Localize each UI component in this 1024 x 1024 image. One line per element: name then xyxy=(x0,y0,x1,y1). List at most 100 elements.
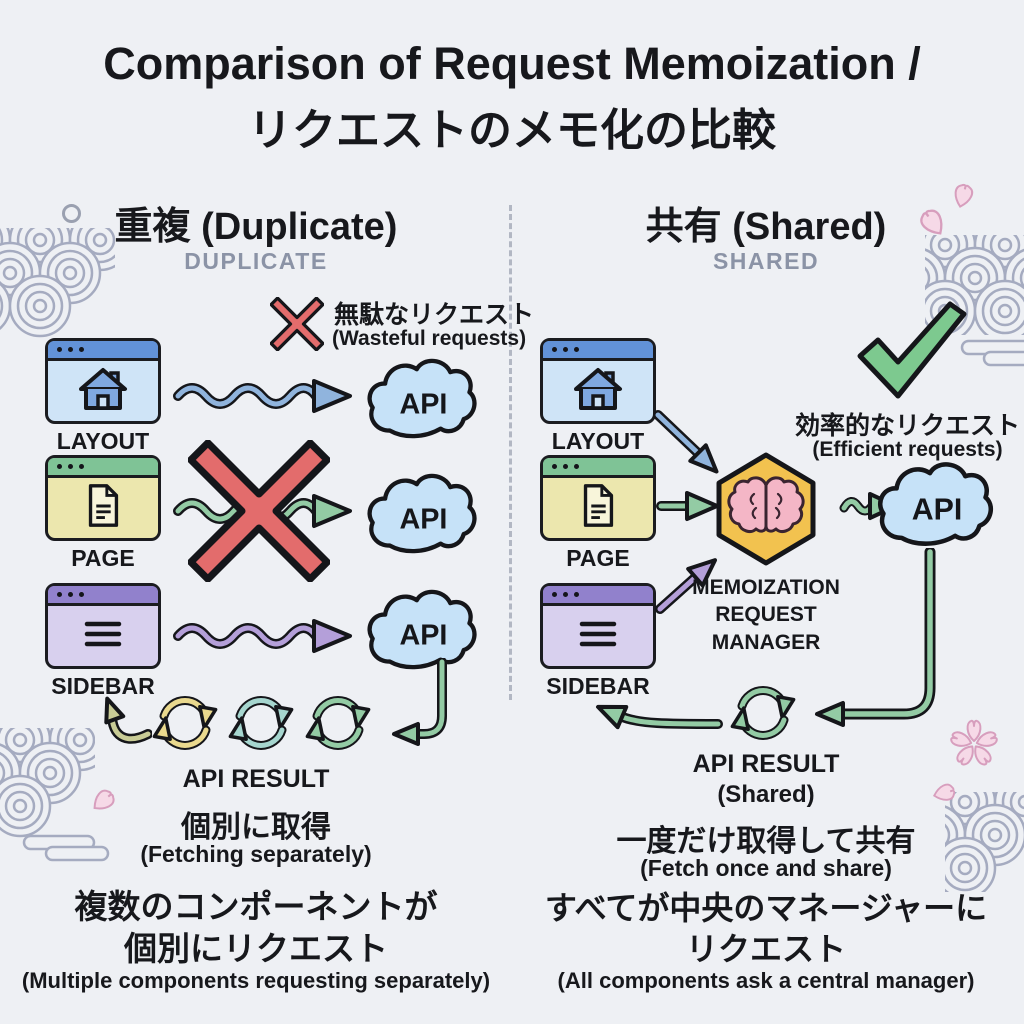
window-body xyxy=(543,606,653,662)
efficient-note-jp: 効率的なリクエスト xyxy=(795,412,1021,440)
home-icon xyxy=(574,368,622,410)
window-dot xyxy=(552,347,557,352)
right-column-subheading: SHARED xyxy=(712,248,820,274)
api-cloud-label: API xyxy=(399,619,447,651)
right-caption-en: (Fetch once and share) xyxy=(640,855,892,881)
left-arrow-to-sidebar xyxy=(596,704,723,730)
right-column-heading: 共有 (Shared) xyxy=(645,206,887,248)
window-label-sidebar: SIDEBAR xyxy=(51,673,155,699)
api-cloud: API xyxy=(367,473,477,554)
window-dot xyxy=(57,592,62,597)
big-x-mark-icon xyxy=(188,440,330,582)
api-cloud: API xyxy=(367,358,477,439)
left-caption-jp: 個別に取得 xyxy=(181,811,331,844)
document-icon xyxy=(88,484,119,527)
sakura-petal-icon xyxy=(954,183,974,208)
straight-arrow xyxy=(656,491,719,521)
left-summary-jp1: 複数のコンポーネントが xyxy=(74,888,438,925)
sakura-petal-icon xyxy=(932,783,956,801)
browser-window-layout xyxy=(540,338,656,424)
left-caption-en: (Fetching separately) xyxy=(140,841,372,867)
window-label-layout: LAYOUT xyxy=(56,428,150,454)
recycle-arrows-icon xyxy=(305,696,371,750)
left-column-heading: 重複 (Duplicate) xyxy=(114,206,398,248)
manager-line2: REQUEST xyxy=(715,603,817,627)
window-dot xyxy=(57,464,62,469)
window-dot xyxy=(574,592,579,597)
browser-window-layout xyxy=(45,338,161,424)
window-titlebar xyxy=(48,341,158,361)
wasteful-note-jp: 無駄なリクエスト xyxy=(334,301,535,329)
diagonal-arrow xyxy=(653,410,719,474)
mist-cloud-icon xyxy=(22,834,110,862)
browser-window-page xyxy=(540,455,656,541)
right-api-result-label: API RESULT xyxy=(692,750,840,778)
left-api-result-label: API RESULT xyxy=(182,765,330,793)
window-dot xyxy=(574,464,579,469)
api-cloud-label: API xyxy=(399,503,447,535)
browser-window-page xyxy=(45,455,161,541)
window-titlebar xyxy=(48,458,158,478)
window-titlebar xyxy=(48,586,158,606)
window-dot xyxy=(68,464,73,469)
memoization-manager-hexagon xyxy=(716,452,816,566)
api-cloud: API xyxy=(367,589,477,670)
home-icon xyxy=(79,368,127,410)
hook-arrow xyxy=(104,696,152,744)
window-body xyxy=(48,606,158,662)
page-title-jp: リクエストのメモ化の比較 xyxy=(248,106,776,155)
window-titlebar xyxy=(543,458,653,478)
right-caption-jp: 一度だけ取得して共有 xyxy=(616,825,916,858)
api-cloud: API xyxy=(877,462,994,546)
recycle-arrows-icon xyxy=(152,696,218,750)
sakura-flower-icon xyxy=(950,719,998,766)
window-dot xyxy=(552,592,557,597)
manager-title: MEMOIZATION REQUEST MANAGER xyxy=(660,574,872,656)
menu-icon xyxy=(84,621,122,647)
window-dot xyxy=(552,464,557,469)
browser-window-sidebar xyxy=(540,583,656,669)
window-body xyxy=(543,361,653,417)
wasteful-note-en: (Wasteful requests) xyxy=(332,327,527,350)
right-summary-jp1: すべてが中央のマネージャーに xyxy=(544,890,988,926)
window-dot xyxy=(563,347,568,352)
left-column-subheading: DUPLICATE xyxy=(184,248,328,274)
mist-cloud-icon xyxy=(960,339,1024,367)
window-titlebar xyxy=(543,586,653,606)
sakura-petal-icon xyxy=(920,209,943,235)
api-cloud-label: API xyxy=(912,494,963,527)
x-mark-icon xyxy=(270,297,324,351)
window-label-page: PAGE xyxy=(566,545,630,571)
window-label-page: PAGE xyxy=(71,545,135,571)
window-dot xyxy=(574,347,579,352)
manager-line1: MEMOIZATION xyxy=(692,576,840,599)
window-dot xyxy=(79,464,84,469)
window-label-layout: LAYOUT xyxy=(551,428,645,454)
window-dot xyxy=(563,592,568,597)
document-icon xyxy=(583,484,614,527)
window-dot xyxy=(68,347,73,352)
right-summary-jp2: リクエスト xyxy=(685,931,846,967)
window-dot xyxy=(57,347,62,352)
column-divider xyxy=(509,205,512,700)
window-dot xyxy=(563,464,568,469)
api-cloud-label: API xyxy=(399,388,447,420)
left-summary-jp2: 個別にリクエスト xyxy=(124,930,388,967)
brain-icon xyxy=(727,476,805,533)
window-titlebar xyxy=(543,341,653,361)
page-title-en: Comparison of Request Memoization / xyxy=(103,38,921,89)
efficient-note-en: (Efficient requests) xyxy=(812,438,1003,461)
bent-down-left-arrow xyxy=(815,548,936,727)
window-body xyxy=(48,361,158,417)
window-body xyxy=(543,478,653,534)
menu-icon xyxy=(579,621,617,647)
window-body xyxy=(48,478,158,534)
wavy-arrow xyxy=(173,379,352,413)
bent-down-left-arrow xyxy=(392,658,447,746)
check-mark-icon xyxy=(857,301,967,399)
browser-window-sidebar xyxy=(45,583,161,669)
diagonal-arrow xyxy=(655,558,718,614)
window-dot xyxy=(79,347,84,352)
left-summary-en: (Multiple components requesting separate… xyxy=(21,968,491,993)
